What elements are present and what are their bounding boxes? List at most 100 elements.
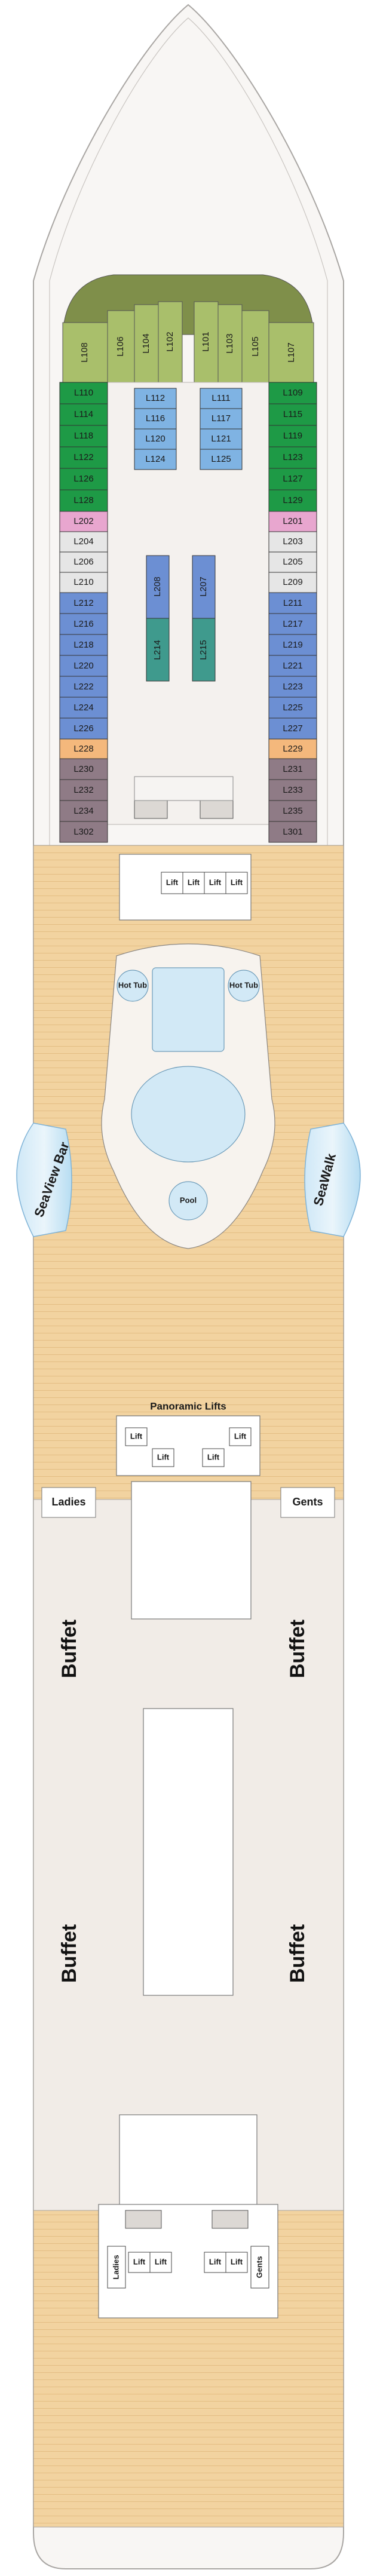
cabin-L219[interactable]	[268, 634, 317, 656]
cabin-L302[interactable]	[59, 821, 108, 843]
cabin-L201[interactable]	[268, 511, 317, 532]
cabin-L235[interactable]	[268, 800, 317, 822]
gents-label: Gents	[255, 2256, 263, 2278]
cabin-L126[interactable]	[59, 468, 108, 490]
cabin-L106[interactable]	[107, 310, 135, 383]
cabin-L217[interactable]	[268, 613, 317, 635]
cabin-L232[interactable]	[59, 779, 108, 801]
cabin-label: L226	[73, 723, 93, 734]
cabin-L222[interactable]	[59, 676, 108, 698]
cabin-L122[interactable]	[59, 446, 108, 469]
aft-lift-4[interactable]	[225, 2252, 248, 2273]
servery-forward	[131, 1481, 252, 1620]
aft-lift-1[interactable]	[128, 2252, 151, 2273]
cabin-label: L122	[73, 452, 93, 462]
cabin-L228[interactable]	[59, 738, 108, 759]
cabin-L215[interactable]	[192, 618, 216, 682]
cabin-label: L232	[73, 785, 93, 795]
cabin-label: L221	[283, 661, 302, 671]
aft-lift-2[interactable]	[149, 2252, 172, 2273]
cabin-L220[interactable]	[59, 655, 108, 677]
cabin-label: L225	[283, 703, 302, 713]
cabin-L214[interactable]	[146, 618, 170, 682]
cabin-L128[interactable]	[59, 489, 108, 512]
aft-gents[interactable]	[250, 2246, 269, 2289]
cabin-L209[interactable]	[268, 572, 317, 593]
buffet-label-starboard-forward: Buffet	[286, 1620, 309, 1678]
cabin-label: L222	[73, 682, 93, 692]
cabin-L206[interactable]	[59, 551, 108, 573]
hot-tub-left[interactable]	[117, 970, 149, 1002]
buffet-label-port-forward: Buffet	[58, 1620, 81, 1678]
lift-6[interactable]	[202, 1448, 225, 1467]
cabin-label: L120	[145, 434, 165, 444]
cabin-L115[interactable]	[268, 403, 317, 426]
cabin-L121[interactable]	[200, 428, 243, 450]
cabin-L207[interactable]	[192, 555, 216, 619]
gents-restroom[interactable]	[280, 1487, 335, 1518]
cabin-label: L224	[73, 703, 93, 713]
cabin-L103[interactable]	[217, 304, 243, 383]
cabin-L124[interactable]	[134, 449, 177, 470]
cabin-L225[interactable]	[268, 697, 317, 719]
cabin-L110[interactable]	[59, 382, 108, 404]
cabin-label: L207	[198, 576, 209, 596]
cabin-label: L107	[286, 342, 296, 362]
cabin-L119[interactable]	[268, 425, 317, 447]
cabin-L108[interactable]	[62, 322, 108, 383]
cabin-L227[interactable]	[268, 717, 317, 740]
cabin-label: L301	[283, 827, 302, 837]
cabin-L301[interactable]	[268, 821, 317, 843]
aft-lift-3[interactable]	[204, 2252, 226, 2273]
ladies-restroom[interactable]	[41, 1487, 96, 1518]
cabin-L102[interactable]	[158, 301, 183, 383]
cabin-L112[interactable]	[134, 388, 177, 409]
cabin-L229[interactable]	[268, 738, 317, 759]
cabin-label: L123	[283, 452, 302, 462]
panoramic-lift-left[interactable]	[125, 1427, 148, 1446]
cabin-L116[interactable]	[134, 408, 177, 430]
cabin-L218[interactable]	[59, 634, 108, 656]
cabin-L226[interactable]	[59, 717, 108, 740]
cabin-L123[interactable]	[268, 446, 317, 469]
cabin-L204[interactable]	[59, 531, 108, 553]
lift-2[interactable]	[182, 872, 205, 894]
hot-tub-right[interactable]	[228, 970, 260, 1002]
panoramic-lift-right[interactable]	[229, 1427, 252, 1446]
cabin-L129[interactable]	[268, 489, 317, 512]
pool-label: Pool	[180, 1195, 197, 1204]
aft-ladies[interactable]	[107, 2246, 126, 2289]
cabin-L101[interactable]	[194, 301, 219, 383]
cabin-L231[interactable]	[268, 758, 317, 780]
cabin-label: L204	[73, 536, 93, 547]
cabin-L114[interactable]	[59, 403, 108, 426]
cabin-L233[interactable]	[268, 779, 317, 801]
lift-label: Lift	[209, 2257, 222, 2266]
servery-central	[143, 1708, 234, 1996]
aft-lift-lobby: Ladies Gents Lift Lift Lift Lift	[98, 2204, 278, 2319]
cabin-L111[interactable]	[200, 388, 243, 409]
cabin-L212[interactable]	[59, 592, 108, 614]
cabin-label: L118	[74, 431, 93, 441]
cabin-L221[interactable]	[268, 655, 317, 677]
cabin-L109[interactable]	[268, 382, 317, 404]
cabin-L118[interactable]	[59, 425, 108, 447]
cabin-label: L109	[283, 388, 302, 398]
cabin-L125[interactable]	[200, 449, 243, 470]
pool-basin-main	[131, 1066, 246, 1163]
inner-blue-cabins: L112 L116 L120 L124 L111 L117 L121 L125	[134, 388, 243, 470]
cabin-label: L302	[73, 827, 93, 837]
cabin-label: L103	[225, 333, 235, 353]
lift-4[interactable]	[225, 872, 248, 894]
lift-1[interactable]	[161, 872, 183, 894]
lift-label: Lift	[231, 878, 243, 887]
cabin-L107[interactable]	[268, 322, 314, 383]
lift-5[interactable]	[152, 1448, 174, 1467]
cabin-L205[interactable]	[268, 551, 317, 573]
cabin-L210[interactable]	[59, 572, 108, 593]
pool-small[interactable]	[168, 1181, 208, 1220]
cabin-L127[interactable]	[268, 468, 317, 490]
cabin-label: L124	[145, 454, 165, 464]
hot-tub-label: Hot Tub	[229, 980, 258, 989]
cabin-L234[interactable]	[59, 800, 108, 822]
